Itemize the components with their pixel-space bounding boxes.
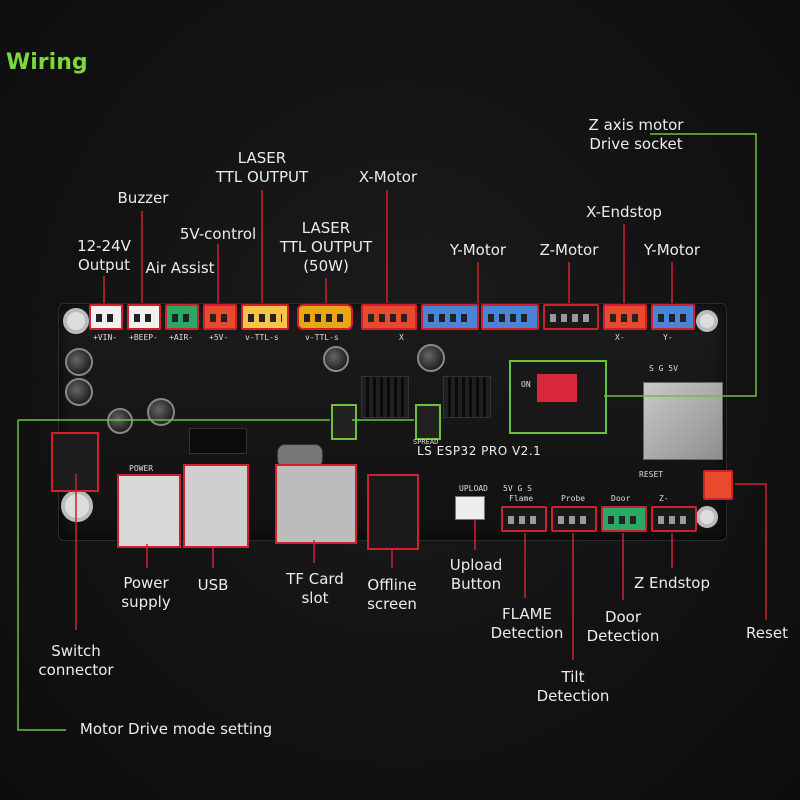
silk-vgs: 5V G S <box>503 484 532 493</box>
x-endstop-connector <box>603 304 647 330</box>
silk-upload: UPLOAD <box>459 484 488 493</box>
capacitor <box>147 398 175 426</box>
probe-connector <box>551 506 597 532</box>
label-switch-connector: Switch connector <box>38 642 114 679</box>
label-5v-control: 5V-control <box>179 225 257 243</box>
mounting-hole <box>61 490 93 522</box>
switch-terminal <box>51 432 99 492</box>
esp32-module <box>643 382 723 460</box>
silk-air: +AIR- <box>169 333 194 342</box>
driver-heatsink <box>443 376 491 418</box>
flame-connector <box>501 506 547 532</box>
silk-probe: Probe <box>561 494 586 503</box>
label-power-supply: Power supply <box>121 574 171 611</box>
silk-spread: SPREAD <box>413 438 439 446</box>
z-motor-connector <box>543 304 599 330</box>
5v-connector <box>203 304 237 330</box>
mounting-hole <box>696 310 718 332</box>
silk-beep: +BEEP- <box>129 333 158 342</box>
z-endstop-connector <box>651 506 697 532</box>
silk-reset: RESET <box>639 470 664 479</box>
mode-jumper <box>331 404 357 440</box>
capacitor <box>323 346 349 372</box>
label-flame-detection: FLAME Detection <box>490 605 564 642</box>
silk-flame: Flame <box>509 494 534 503</box>
label-tilt-detection: Tilt Detection <box>536 668 610 705</box>
screen-connector <box>367 474 419 550</box>
label-motor-drive-mode: Motor Drive mode setting <box>79 720 273 738</box>
label-y-motor-2: Y-Motor <box>643 241 701 259</box>
mounting-hole <box>696 506 718 528</box>
label-x-endstop: X-Endstop <box>586 203 662 221</box>
label-door-detection: Door Detection <box>586 608 660 645</box>
label-12-24v-output: 12-24V Output <box>77 237 131 274</box>
ttl-connector <box>241 304 289 330</box>
label-x-motor: X-Motor <box>358 168 418 186</box>
silk-zm: Z- <box>659 494 669 503</box>
mode-jumper <box>415 404 441 440</box>
silk-vin: +VIN- <box>93 333 118 342</box>
silk-ttl: v-TTL-s <box>245 333 279 342</box>
label-tf-card: TF Card slot <box>286 570 344 607</box>
label-z-motor: Z-Motor <box>539 241 599 259</box>
page-title: Wiring <box>6 50 88 75</box>
y-motor-connector-2 <box>481 304 539 330</box>
label-z-endstop: Z Endstop <box>634 574 710 592</box>
capacitor <box>417 344 445 372</box>
silk-door: Door <box>611 494 631 503</box>
capacitor <box>107 408 133 434</box>
silk-ttl50: v-TTL-s <box>305 333 339 342</box>
label-offline-screen: Offline screen <box>367 576 417 613</box>
silk-power: POWER <box>129 464 154 473</box>
label-laser-ttl-50w: LASER TTL OUTPUT (50W) <box>279 219 373 275</box>
power-socket <box>117 474 181 548</box>
label-y-motor-1: Y-Motor <box>449 241 507 259</box>
mounting-hole <box>63 308 89 334</box>
silk-5v: +5V- <box>209 333 229 342</box>
dip-switch <box>537 374 577 402</box>
driver-heatsink <box>361 376 409 418</box>
x-motor-connector <box>361 304 417 330</box>
beep-connector <box>127 304 161 330</box>
label-usb: USB <box>197 576 229 594</box>
controller-board: +VIN- +BEEP- +AIR- +5V- v-TTL-s v-TTL-s … <box>51 303 733 550</box>
usb-port <box>183 464 249 548</box>
label-z-axis-socket: Z axis motor Drive socket <box>588 116 684 153</box>
board-name: LS ESP32 PRO V2.1 <box>417 444 542 458</box>
silk-on: ON <box>521 380 531 389</box>
label-buzzer: Buzzer <box>117 189 169 207</box>
tf-card-slot <box>275 464 357 544</box>
label-laser-ttl: LASER TTL OUTPUT <box>215 149 309 186</box>
reset-button <box>703 470 733 500</box>
air-connector <box>165 304 199 330</box>
y-endstop-connector <box>651 304 695 330</box>
capacitor <box>65 378 93 406</box>
door-connector <box>601 506 647 532</box>
silk-xm: X- <box>615 333 625 342</box>
z-axis-socket: ON <box>509 360 607 434</box>
chip <box>189 428 247 454</box>
silk-sg5v: S G 5V <box>649 364 678 373</box>
y-motor-connector-1 <box>421 304 479 330</box>
capacitor <box>65 348 93 376</box>
silk-ym: Y- <box>663 333 673 342</box>
vin-connector <box>89 304 123 330</box>
label-reset: Reset <box>746 624 788 642</box>
label-upload-button: Upload Button <box>449 556 503 593</box>
silk-x: X <box>399 333 404 342</box>
xt60-connector <box>297 304 353 330</box>
upload-switch <box>455 496 485 520</box>
label-air-assist: Air Assist <box>145 259 215 277</box>
